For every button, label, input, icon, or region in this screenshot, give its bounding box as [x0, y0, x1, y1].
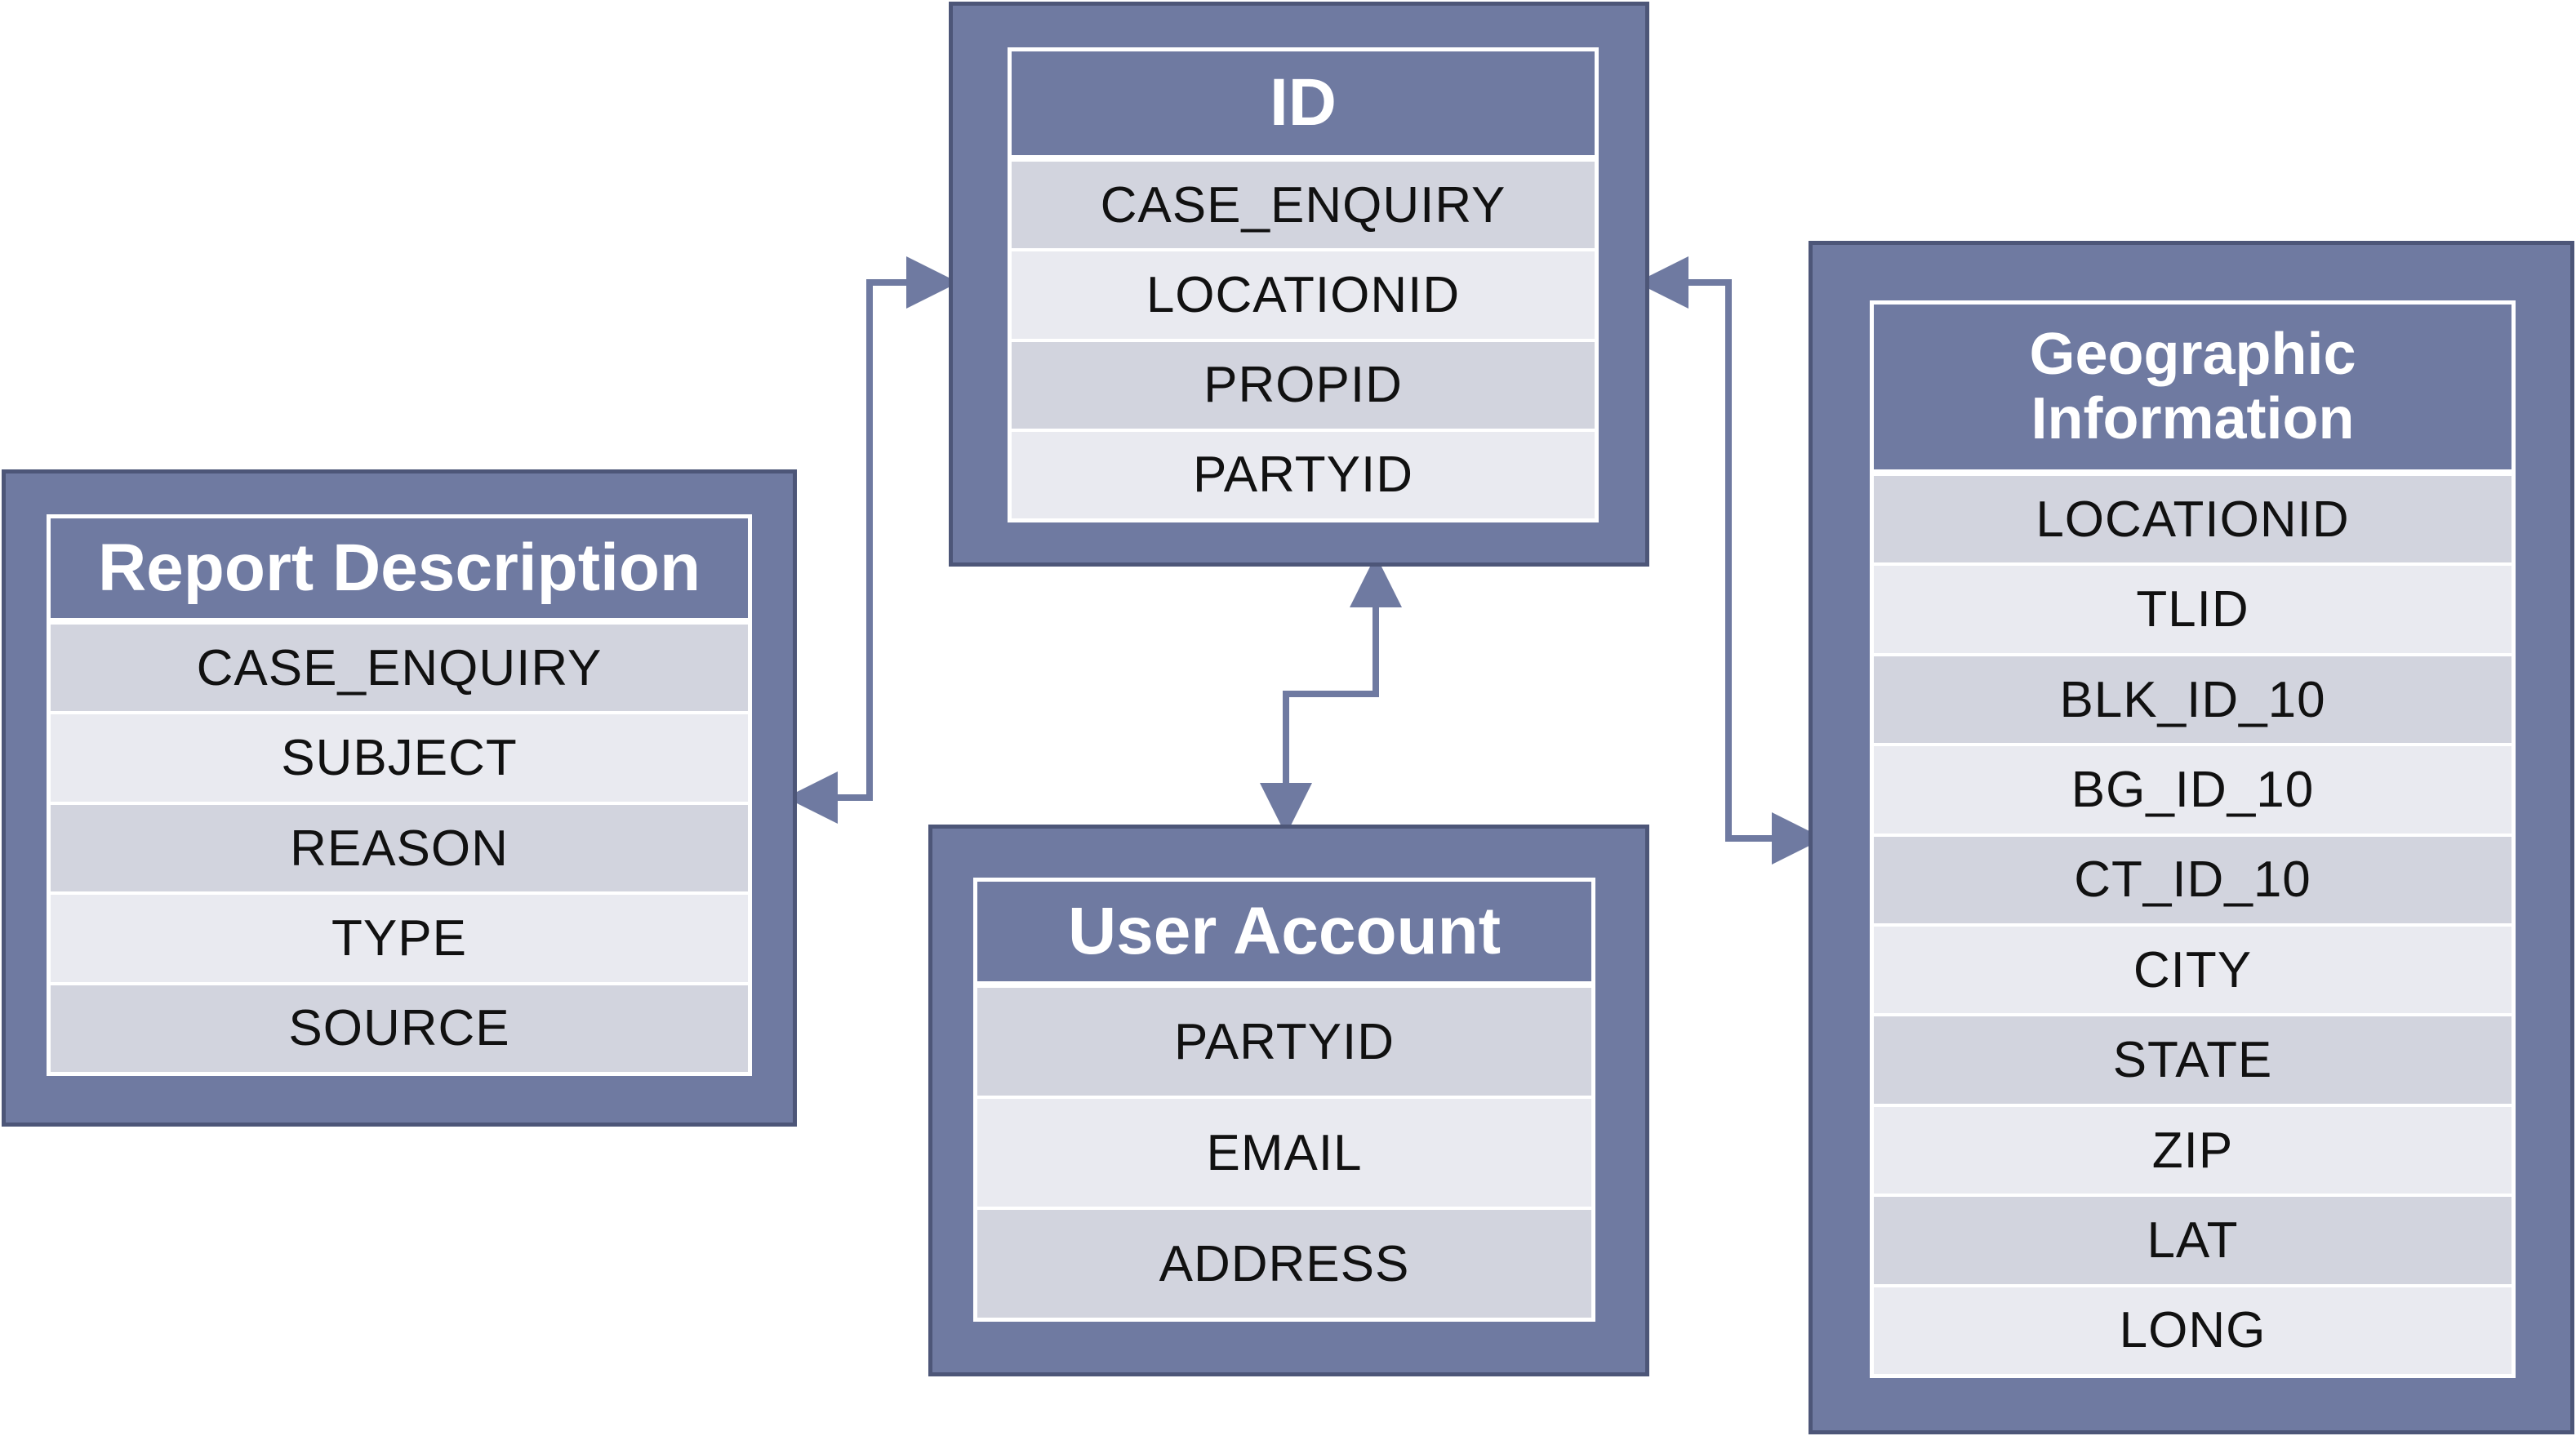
field-row: SUBJECT [51, 714, 748, 805]
field-list: CASE_ENQUIRY SUBJECT REASON TYPE SOURCE [51, 625, 748, 1073]
entity-user-table: User Account PARTYID EMAIL ADDRESS [973, 878, 1595, 1322]
field-row: ZIP [1874, 1106, 2511, 1198]
entity-geographic-information: Geographic Information LOCATIONID TLID B… [1809, 241, 2574, 1434]
connector-user-id [1260, 555, 1402, 835]
entity-title: User Account [977, 882, 1591, 988]
field-row: PROPID [1012, 341, 1595, 432]
field-list: LOCATIONID TLID BLK_ID_10 BG_ID_10 CT_ID… [1874, 476, 2511, 1375]
field-row: EMAIL [977, 1099, 1591, 1210]
field-row: STATE [1874, 1016, 2511, 1107]
field-row: CITY [1874, 927, 2511, 1017]
entity-id: ID CASE_ENQUIRY LOCATIONID PROPID PARTYI… [949, 2, 1649, 567]
field-row: SOURCE [51, 985, 748, 1073]
entity-title: ID [1012, 51, 1595, 162]
field-row: LOCATIONID [1012, 251, 1595, 342]
connector-report-id [785, 256, 959, 824]
entity-title: Geographic Information [1874, 305, 2511, 476]
entity-id-table: ID CASE_ENQUIRY LOCATIONID PROPID PARTYI… [1008, 47, 1599, 522]
connector-geo-id [1636, 256, 1824, 865]
field-row: REASON [51, 804, 748, 896]
field-row: ADDRESS [977, 1210, 1591, 1318]
entity-geo-table: Geographic Information LOCATIONID TLID B… [1870, 300, 2516, 1378]
field-row: LAT [1874, 1197, 2511, 1287]
field-list: PARTYID EMAIL ADDRESS [977, 988, 1591, 1318]
field-row: LOCATIONID [1874, 476, 2511, 567]
entity-report-description: Report Description CASE_ENQUIRY SUBJECT … [2, 469, 797, 1127]
field-list: CASE_ENQUIRY LOCATIONID PROPID PARTYID [1012, 162, 1595, 518]
field-row: TYPE [51, 895, 748, 985]
field-row: PARTYID [1012, 431, 1595, 518]
field-row: CASE_ENQUIRY [1012, 162, 1595, 252]
field-row: LONG [1874, 1287, 2511, 1375]
entity-report-table: Report Description CASE_ENQUIRY SUBJECT … [47, 514, 752, 1076]
field-row: BLK_ID_10 [1874, 656, 2511, 747]
field-row: BG_ID_10 [1874, 746, 2511, 837]
entity-title: Report Description [51, 518, 748, 625]
field-row: TLID [1874, 566, 2511, 656]
entity-user-account: User Account PARTYID EMAIL ADDRESS [928, 825, 1649, 1376]
field-row: CT_ID_10 [1874, 836, 2511, 927]
field-row: PARTYID [977, 988, 1591, 1099]
field-row: CASE_ENQUIRY [51, 625, 748, 715]
